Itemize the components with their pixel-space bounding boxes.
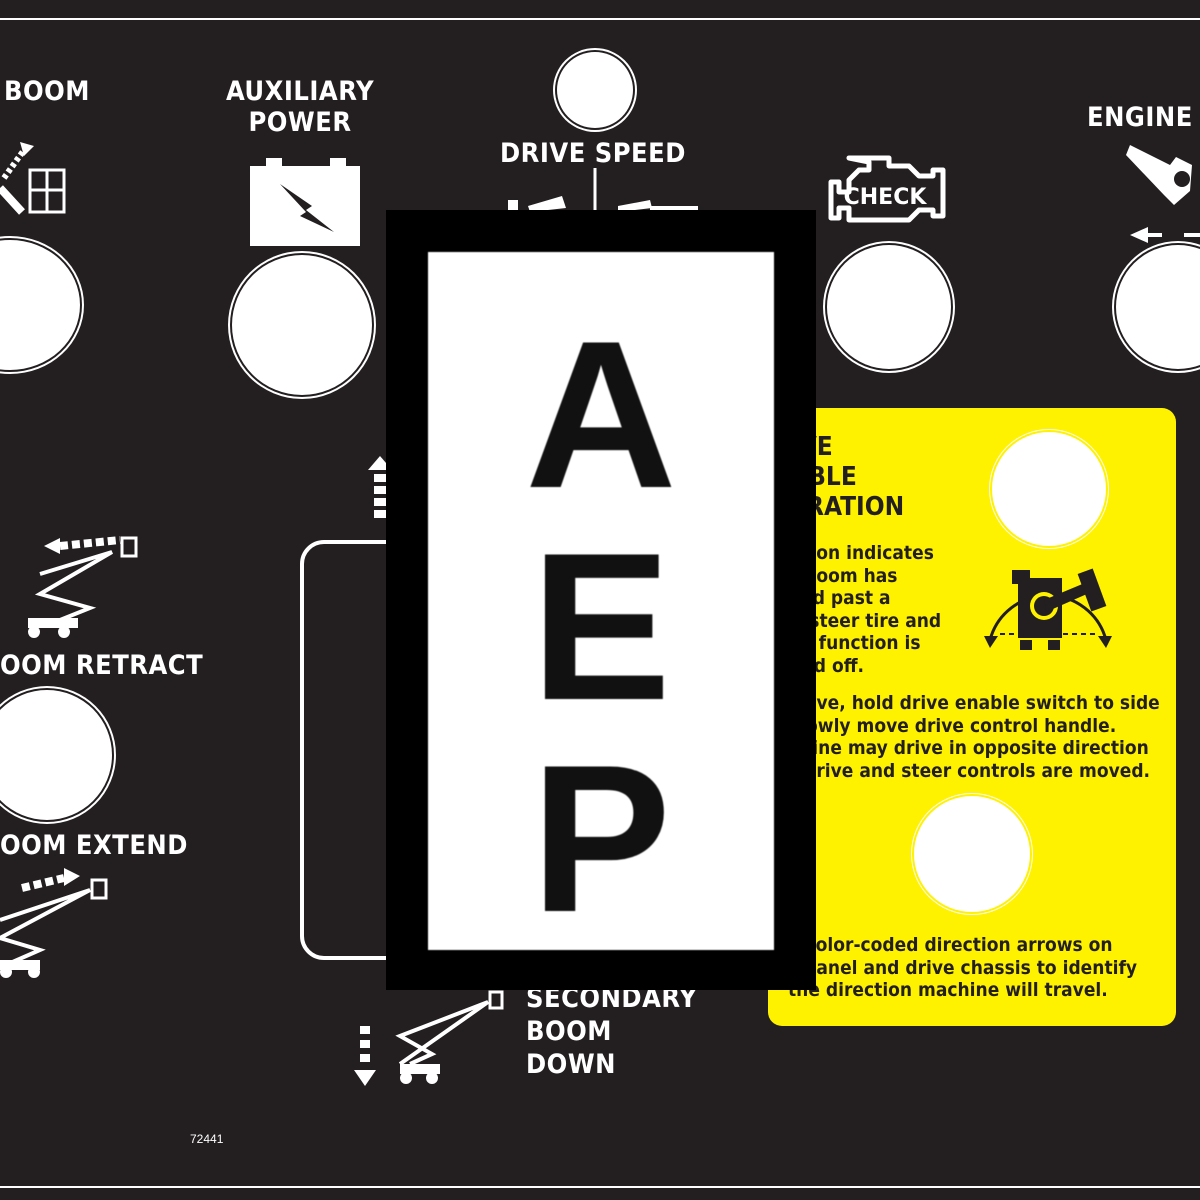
sticker-letter-p: P — [530, 721, 672, 956]
check-engine-icon: CHECK — [828, 155, 946, 223]
secondary-boom-down-icon — [354, 990, 504, 1086]
steer-tire-rotation-icon — [984, 568, 1112, 650]
drive-speed-indicator-light — [557, 52, 633, 128]
boom-retract-extend-switch[interactable] — [0, 690, 112, 820]
top-border-line — [0, 18, 1200, 20]
boom-retract-label: OOM RETRACT — [0, 650, 204, 681]
check-engine-text: CHECK — [844, 185, 928, 210]
part-number: 72441 — [190, 1132, 224, 1146]
auxiliary-power-label: AUXILIARY POWER — [225, 76, 375, 138]
drive-enable-caution-card: IVE ABLE ERATION ht on indicates t boom … — [768, 408, 1176, 1026]
drive-enable-indicator-light — [992, 432, 1106, 546]
aep-sticker-face: A E P — [428, 252, 774, 950]
boom-extend-icon — [0, 868, 108, 978]
boom-lift-up-icon — [0, 142, 66, 215]
bottom-border-line — [0, 1186, 1200, 1188]
drive-enable-paragraph-3: e color-coded direction arrows on s pane… — [788, 934, 1138, 1001]
drive-enable-paragraph-1: ht on indicates t boom has ved past a n-… — [790, 542, 942, 677]
boom-extend-label: OOM EXTEND — [0, 830, 188, 861]
aep-sticker: A E P — [386, 210, 816, 990]
ignition-key-icon — [1126, 145, 1200, 243]
sticker-letter-e: E — [530, 509, 672, 744]
auxiliary-power-button[interactable] — [232, 255, 372, 395]
engine-start-label: ENGINE ST — [1087, 102, 1200, 133]
boom-retract-icon — [28, 536, 138, 638]
drive-speed-icon — [508, 168, 698, 212]
drive-speed-label: DRIVE SPEED — [500, 138, 686, 169]
drive-enable-paragraph-2: drive, hold drive enable switch to side … — [790, 692, 1160, 782]
secondary-boom-down-label: SECONDARY BOOM DOWN — [526, 983, 698, 1080]
boom-switch-button[interactable] — [0, 240, 80, 370]
drive-enable-switch-button[interactable] — [914, 796, 1030, 912]
engine-start-button[interactable] — [1116, 245, 1200, 369]
check-engine-indicator — [827, 245, 951, 369]
battery-lightning-icon — [250, 158, 360, 246]
boom-label: BOOM — [4, 76, 90, 107]
sticker-letter-a: A — [525, 297, 677, 532]
